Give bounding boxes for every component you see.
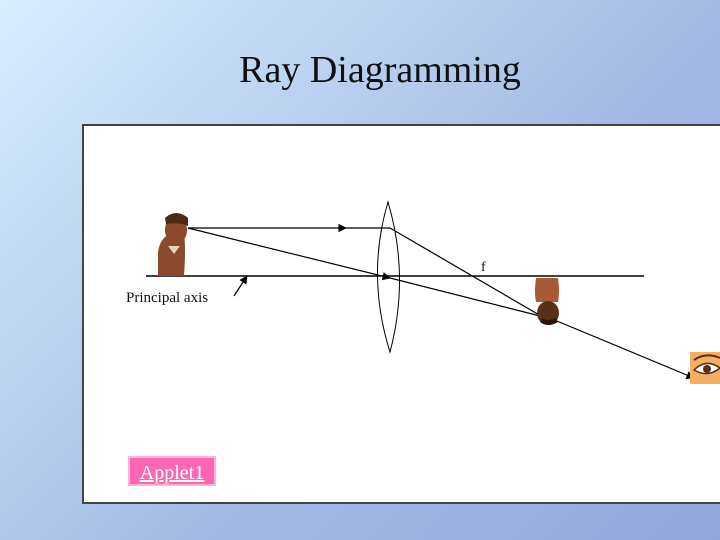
refracted-ray: [389, 227, 554, 324]
focal-ray: [187, 227, 391, 281]
image-figure-icon: [535, 278, 559, 325]
focal-point-label: f: [481, 260, 486, 275]
slide-title: Ray Diagramming: [239, 49, 521, 91]
focal-ray-refracted: [389, 277, 541, 317]
object-figure-icon: [158, 213, 188, 276]
ray-diagram: [146, 200, 720, 384]
ray-diagram-panel: Principal axis f Applet1: [82, 124, 720, 504]
applet1-button[interactable]: Applet1: [128, 456, 216, 486]
principal-axis-label: Principal axis: [126, 290, 209, 306]
axis-label-arrow: [233, 275, 248, 297]
converging-lens: [376, 200, 401, 354]
eye-icon: [690, 352, 720, 384]
ray-to-eye: [539, 313, 695, 379]
